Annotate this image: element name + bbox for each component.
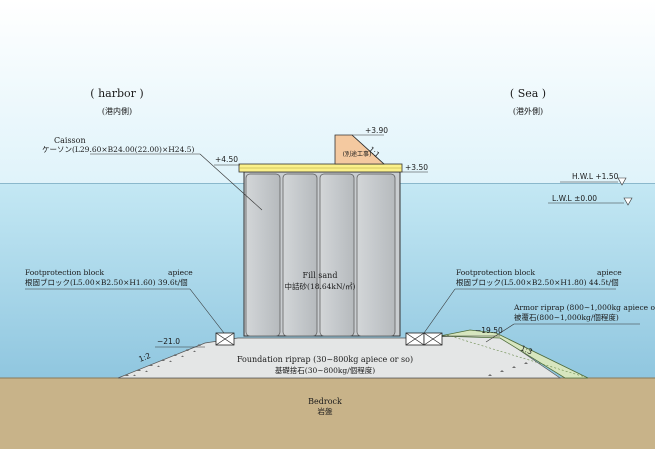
fp-left-title: Footprotection block — [25, 268, 104, 277]
slope-harbor: 1:2 — [137, 351, 152, 364]
bedrock-layer — [0, 378, 655, 449]
elev-top-crown: +3.90 — [365, 126, 388, 135]
fill-sand-spec: 中詰砂(18.64kN/㎡) — [285, 281, 356, 291]
sea-side-label-jp: (港外側) — [513, 106, 543, 116]
caisson-cell-1 — [245, 173, 281, 337]
armor-title: Armor riprap (800~1,000kg apiece or so) — [513, 303, 655, 312]
elev-hwl: H.W.L +1.50 — [572, 172, 619, 181]
foundation-title: Foundation riprap (30~800kg apiece or so… — [237, 355, 413, 364]
bedrock-spec: 岩盤 — [318, 406, 333, 416]
fp-left-leader — [189, 288, 225, 334]
fill-sand-label: Fill sand — [303, 271, 338, 280]
armor-spec: 被覆石(800~1,000kg/個程度) — [514, 312, 619, 322]
fp-right-apiece: apiece — [597, 268, 622, 277]
armor-riprap-edge — [446, 334, 586, 378]
caisson-cell-2 — [282, 173, 318, 337]
elev-lwl: L.W.L ±0.00 — [552, 194, 597, 203]
harbor-side-label: ( harbor ) — [90, 87, 143, 100]
caisson-cell-3 — [319, 173, 355, 337]
sea-side-label: ( Sea ) — [510, 87, 546, 100]
bedrock-title: Bedrock — [308, 397, 342, 406]
leader-lines — [25, 134, 640, 348]
elev-sea-bottom: −19.50 — [475, 326, 503, 335]
elev-sea-side-top: +3.50 — [405, 163, 428, 172]
caisson-body — [243, 171, 401, 337]
hwl-marker-icon — [617, 177, 627, 186]
fp-right-leader — [423, 288, 456, 334]
riprap-texture — [125, 344, 540, 376]
parapet-slope — [351, 134, 385, 165]
footprotection-block-left — [215, 332, 235, 346]
fp-left-apiece: apiece — [168, 268, 193, 277]
slope-sea: 1:3 — [519, 344, 534, 357]
elev-harbor-bottom: −21.0 — [157, 337, 180, 346]
lwl-marker-icon — [623, 197, 633, 206]
armor-riprap — [439, 329, 589, 379]
caisson-title: Caisson — [54, 136, 86, 145]
fp-right-spec: 根固ブロック(L5.00×B2.50×H1.80) 44.5t/個 — [456, 277, 619, 287]
caisson-leader — [199, 153, 263, 211]
caisson-spec: ケーソン(L29.60×B24.00(22.00)×H24.5) — [42, 145, 194, 154]
foundation-spec: 基礎捨石(30~800kg/個程度) — [275, 365, 375, 375]
fp-right-title: Footprotection block — [456, 268, 535, 277]
armor-leader — [485, 323, 515, 343]
elev-caisson-top: +4.50 — [215, 155, 238, 164]
footprotection-block-right — [405, 332, 443, 346]
harbor-side-label-jp: (港内側) — [102, 106, 132, 116]
fp-left-spec: 根固ブロック(L5.00×B2.50×H1.60) 39.6t/個 — [25, 277, 188, 287]
caisson-cell-4 — [356, 173, 396, 337]
separate-work-label: (別途工事) — [343, 150, 372, 158]
